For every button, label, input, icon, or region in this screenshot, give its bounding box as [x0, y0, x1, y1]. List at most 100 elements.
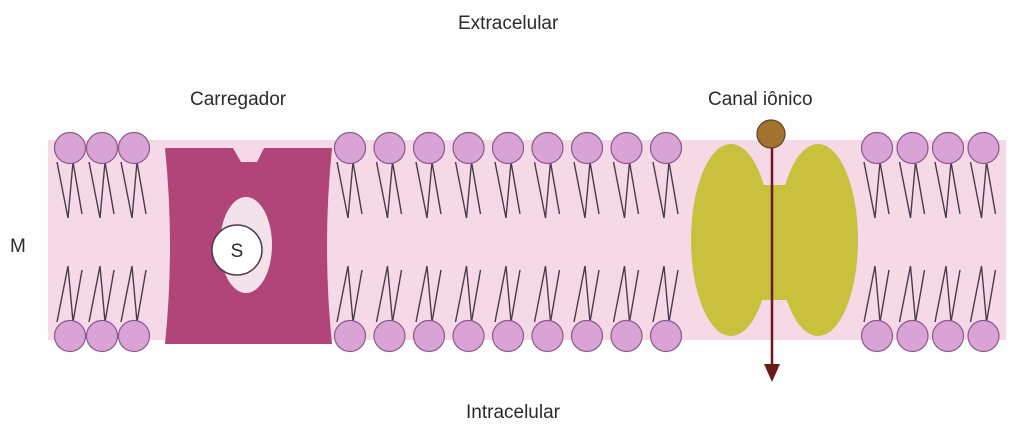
lipid-head: [896, 319, 929, 353]
lipid-head: [531, 131, 564, 165]
lipid-tail: [88, 161, 106, 219]
lipid-head: [117, 131, 151, 165]
lipid-head: [531, 319, 564, 353]
lipid-tail: [533, 161, 552, 219]
lipid-tail: [494, 161, 512, 219]
lipid-tail: [470, 269, 482, 323]
lipid-tail: [336, 265, 354, 323]
lipid-tail: [510, 161, 521, 215]
lipid-tail: [375, 265, 394, 323]
lipid-head: [491, 319, 525, 353]
carrier-label: Carregador: [190, 89, 287, 110]
lipid-head: [85, 319, 119, 353]
intracellular-label: Intracelular: [466, 402, 560, 423]
lipid-head: [649, 131, 683, 165]
lipid-tail: [934, 161, 952, 219]
lipid-tail: [431, 269, 442, 323]
lipid-tail: [454, 265, 473, 323]
substrate-label: S: [231, 241, 244, 262]
ion-channel-left-subunit: [691, 144, 771, 336]
lipid-tail: [652, 265, 670, 323]
lipid-tail: [56, 161, 74, 219]
lipid-tail: [573, 161, 591, 219]
lipid-tail: [415, 161, 433, 219]
lipid-head: [373, 319, 406, 353]
lipid-head: [967, 319, 1000, 353]
lipid-tail: [969, 161, 988, 219]
lipid-head: [967, 131, 1000, 165]
lipid-tail: [589, 161, 600, 215]
lipid-tail: [136, 161, 147, 215]
lipid-head: [931, 319, 965, 353]
lipid-head: [896, 131, 929, 165]
lipid-head: [649, 319, 683, 353]
lipid-head: [53, 131, 87, 165]
lipid-tail: [494, 265, 512, 323]
lipid-tail: [549, 161, 561, 215]
lipid-tail: [56, 265, 74, 323]
lipid-tail: [454, 161, 473, 219]
lipid-tail: [352, 161, 363, 215]
lipid-head: [333, 319, 367, 353]
lipid-tail: [898, 161, 917, 219]
membrane-label: M: [10, 236, 26, 257]
lipid-tail: [914, 269, 926, 323]
lipid-tail: [470, 161, 482, 215]
lipid-tail: [104, 161, 115, 215]
substrate-molecule: [211, 224, 263, 276]
lipid-head: [931, 131, 965, 165]
lipid-tail: [863, 265, 881, 323]
lipid-tail: [120, 265, 138, 323]
lipid-tail: [104, 269, 115, 323]
lipid-tail: [898, 265, 917, 323]
ion-channel-pore: [758, 185, 792, 300]
ion-channel-label: Canal iônico: [708, 89, 813, 110]
lipid-head: [491, 131, 525, 165]
lipid-tail: [72, 269, 83, 323]
lipid-tail: [589, 269, 600, 323]
lipid-tail: [391, 269, 403, 323]
lipid-tail: [950, 161, 961, 215]
lipid-head: [373, 131, 406, 165]
ion: [756, 119, 786, 149]
lipid-tail: [391, 161, 403, 215]
extracellular-label: Extracelular: [458, 13, 559, 34]
lipid-tail: [612, 265, 631, 323]
lipid-tail: [431, 161, 442, 215]
lipid-tail: [336, 161, 354, 219]
lipid-tail: [879, 269, 890, 323]
lipid-tail: [863, 161, 881, 219]
lipid-head: [610, 131, 643, 165]
lipid-tail: [612, 161, 631, 219]
lipid-head: [333, 131, 367, 165]
lipid-tail: [950, 269, 961, 323]
lipid-tail: [415, 265, 433, 323]
lipid-tail: [136, 269, 147, 323]
lipid-tail: [352, 269, 363, 323]
lipid-head: [412, 131, 446, 165]
lipid-head: [452, 319, 485, 353]
lipid-head: [860, 131, 894, 165]
lipid-head: [412, 319, 446, 353]
lipid-head: [85, 131, 119, 165]
lipid-tail: [510, 269, 521, 323]
lipid-bilayer: [53, 131, 1000, 353]
lipid-head: [117, 319, 151, 353]
lipid-tail: [969, 265, 988, 323]
lipid-tail: [628, 161, 640, 215]
lipid-tail: [628, 269, 640, 323]
lipid-head: [452, 131, 485, 165]
lipid-tail: [88, 265, 106, 323]
lipid-head: [570, 131, 604, 165]
lipid-head: [570, 319, 604, 353]
lipid-head: [610, 319, 643, 353]
lipid-tail: [914, 161, 926, 215]
lipid-tail: [549, 269, 561, 323]
lipid-tail: [668, 161, 679, 215]
lipid-head: [53, 319, 87, 353]
lipid-tail: [934, 265, 952, 323]
lipid-tail: [879, 161, 890, 215]
lipid-tail: [375, 161, 394, 219]
ion-channel-right-subunit: [778, 144, 858, 336]
